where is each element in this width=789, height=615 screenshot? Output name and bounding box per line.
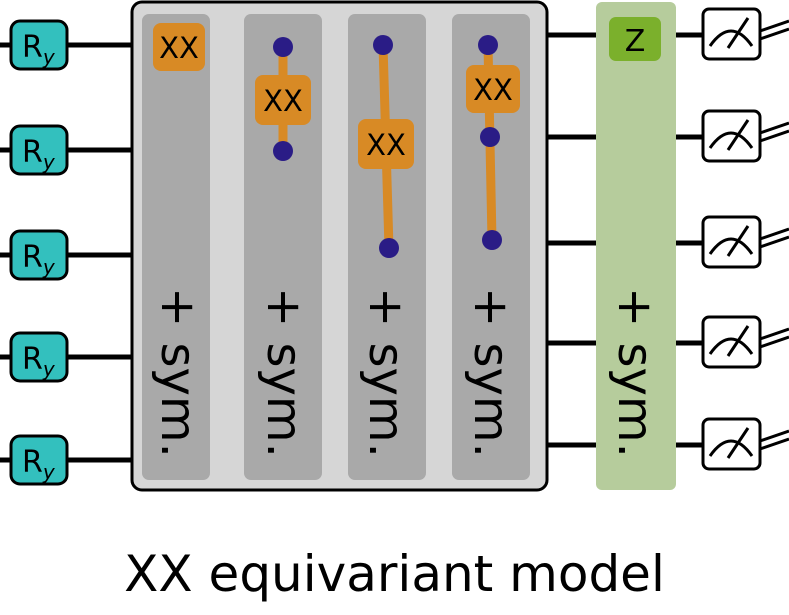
xx-label: XX bbox=[159, 31, 199, 65]
xx-label: XX bbox=[263, 84, 303, 118]
measurement-icon bbox=[701, 109, 789, 163]
ry-label: Ry bbox=[22, 240, 56, 279]
xx-gate: XX bbox=[255, 75, 311, 125]
sym-label: + sym. bbox=[150, 287, 206, 458]
qubit-dot bbox=[273, 37, 293, 57]
measurement-icon bbox=[701, 417, 789, 471]
qubit-dot bbox=[478, 35, 498, 55]
qubit-dot bbox=[273, 141, 293, 161]
measurement-gates bbox=[701, 7, 789, 471]
equivariant-layer-block bbox=[130, 0, 549, 492]
ry-gate: Ry bbox=[9, 229, 69, 281]
layer-column-1 bbox=[142, 14, 210, 480]
qubit-dot bbox=[482, 230, 502, 250]
ry-gate: Ry bbox=[9, 124, 69, 176]
ry-gate: Ry bbox=[9, 434, 69, 486]
qubit-dot bbox=[480, 127, 500, 147]
measurement-icon bbox=[701, 215, 789, 269]
xx-label: XX bbox=[473, 73, 513, 107]
xx-gate: XX bbox=[466, 65, 520, 113]
z-gate-label: Z bbox=[625, 24, 646, 59]
measurement-icon bbox=[701, 315, 789, 369]
z-gate bbox=[609, 17, 661, 61]
sym-label: + sym. bbox=[463, 287, 519, 458]
qubit-dot bbox=[373, 35, 393, 55]
sym-label: + sym. bbox=[256, 287, 312, 458]
figure-caption: XX equivariant model bbox=[124, 545, 665, 603]
ry-label: Ry bbox=[22, 135, 56, 174]
ry-label: Ry bbox=[22, 445, 56, 484]
qubit-dot bbox=[379, 238, 399, 258]
layer-column-2 bbox=[244, 14, 322, 480]
ry-gate: Ry bbox=[9, 331, 69, 383]
qubit-dots bbox=[273, 35, 502, 258]
xx-label: XX bbox=[366, 128, 406, 162]
measurement-icon bbox=[701, 7, 789, 61]
ry-gate: Ry bbox=[9, 19, 69, 71]
xx-gate: XX bbox=[153, 23, 205, 71]
sym-label: + sym. bbox=[607, 287, 663, 458]
xx-gate: XX bbox=[358, 119, 414, 169]
ry-label: Ry bbox=[22, 30, 56, 69]
z-layer-block bbox=[596, 2, 676, 490]
ry-label: Ry bbox=[22, 342, 56, 381]
sym-label: + sym. bbox=[358, 287, 414, 458]
xx-gates: XX XX XX XX bbox=[153, 23, 520, 169]
